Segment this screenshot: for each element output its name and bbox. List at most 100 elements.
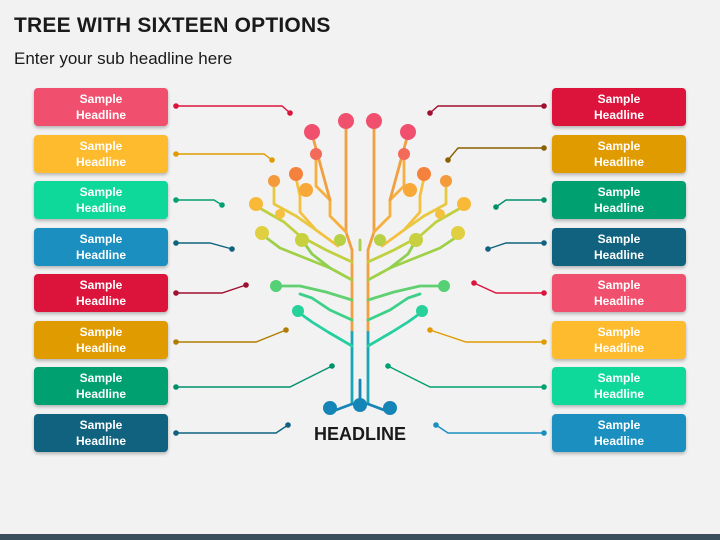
option-label-line1: Sample (79, 232, 123, 246)
left-option-3[interactable]: Sample Headline (34, 181, 168, 219)
right-option-4[interactable]: Sample Headline (552, 228, 686, 266)
right-option-3[interactable]: Sample Headline (552, 181, 686, 219)
tree-node (299, 183, 313, 197)
connector-dot (541, 145, 547, 151)
connector (176, 284, 247, 294)
connector-dot (173, 197, 179, 203)
option-label-line2: Headline (75, 341, 126, 355)
option-label-line2: Headline (593, 155, 644, 169)
connector-dot (541, 430, 547, 436)
tree-node (334, 234, 346, 246)
connector-dot (173, 151, 179, 157)
option-label-line1: Sample (597, 371, 641, 385)
tree-node (289, 167, 303, 181)
connector (176, 242, 233, 250)
tree-node (292, 305, 304, 317)
left-option-1[interactable]: Sample Headline (34, 88, 168, 126)
tree-node (383, 401, 397, 415)
tree-node (275, 209, 285, 219)
right-option-5[interactable]: Sample Headline (552, 274, 686, 312)
option-label-line2: Headline (593, 341, 644, 355)
connector (176, 153, 273, 161)
tree-node (416, 305, 428, 317)
option-label-line2: Headline (593, 294, 644, 308)
tree-node (374, 234, 386, 246)
connector (387, 365, 544, 388)
option-label-line2: Headline (593, 201, 644, 215)
left-option-6[interactable]: Sample Headline (34, 321, 168, 359)
left-option-4[interactable]: Sample Headline (34, 228, 168, 266)
tree-node (270, 280, 282, 292)
left-option-2[interactable]: Sample Headline (34, 135, 168, 173)
connector (176, 424, 289, 434)
tree-node (435, 209, 445, 219)
connector (176, 199, 223, 206)
option-label-line1: Sample (597, 139, 641, 153)
tree-node (295, 233, 309, 247)
connector (435, 424, 544, 434)
connector-dot (173, 339, 179, 345)
right-option-6[interactable]: Sample Headline (552, 321, 686, 359)
tree-node (268, 175, 280, 187)
option-label-line2: Headline (593, 434, 644, 448)
option-label-line1: Sample (597, 418, 641, 432)
connector-dot (541, 339, 547, 345)
connector-dot (173, 430, 179, 436)
tree-node (400, 124, 416, 140)
option-label-line2: Headline (75, 434, 126, 448)
tree-node (409, 233, 423, 247)
left-connectors (173, 103, 335, 436)
connector-dot (541, 384, 547, 390)
option-label-line1: Sample (597, 325, 641, 339)
tree-nodes (249, 113, 471, 415)
connector-dot (541, 290, 547, 296)
tree-node (417, 167, 431, 181)
right-option-1[interactable]: Sample Headline (552, 88, 686, 126)
connector (487, 242, 544, 250)
option-label-line2: Headline (75, 387, 126, 401)
page-title: TREE WITH SIXTEEN OPTIONS (14, 14, 331, 37)
tree-node (366, 113, 382, 129)
connector (447, 147, 544, 161)
connector-dot (173, 240, 179, 246)
footer-bar (0, 534, 720, 540)
connector-dot (541, 240, 547, 246)
option-label-line2: Headline (593, 387, 644, 401)
right-option-2[interactable]: Sample Headline (552, 135, 686, 173)
right-option-7[interactable]: Sample Headline (552, 367, 686, 405)
connector (429, 329, 544, 343)
option-label-line1: Sample (79, 185, 123, 199)
left-option-8[interactable]: Sample Headline (34, 414, 168, 452)
tree-node (249, 197, 263, 211)
connector-dot (541, 103, 547, 109)
left-option-5[interactable]: Sample Headline (34, 274, 168, 312)
connector-dot (541, 197, 547, 203)
tree-node (304, 124, 320, 140)
tree-node (353, 398, 367, 412)
tree-node (440, 175, 452, 187)
right-option-8[interactable]: Sample Headline (552, 414, 686, 452)
option-label-line1: Sample (597, 185, 641, 199)
connector-dot (173, 384, 179, 390)
connector (473, 282, 544, 294)
tree-node (451, 226, 465, 240)
tree-node (438, 280, 450, 292)
option-label-line1: Sample (79, 325, 123, 339)
option-label-line1: Sample (597, 232, 641, 246)
tree-branches (254, 122, 466, 412)
tree-node (398, 148, 410, 160)
connector (176, 329, 287, 343)
connector (176, 105, 291, 114)
tree-node (323, 401, 337, 415)
option-label-line1: Sample (79, 92, 123, 106)
option-label-line1: Sample (597, 92, 641, 106)
left-option-7[interactable]: Sample Headline (34, 367, 168, 405)
tree-headline: HEADLINE (313, 424, 406, 444)
option-label-line1: Sample (79, 418, 123, 432)
option-label-line2: Headline (75, 248, 126, 262)
tree-node (255, 226, 269, 240)
tree-node (338, 113, 354, 129)
connector-dot (173, 290, 179, 296)
connector (429, 105, 544, 114)
